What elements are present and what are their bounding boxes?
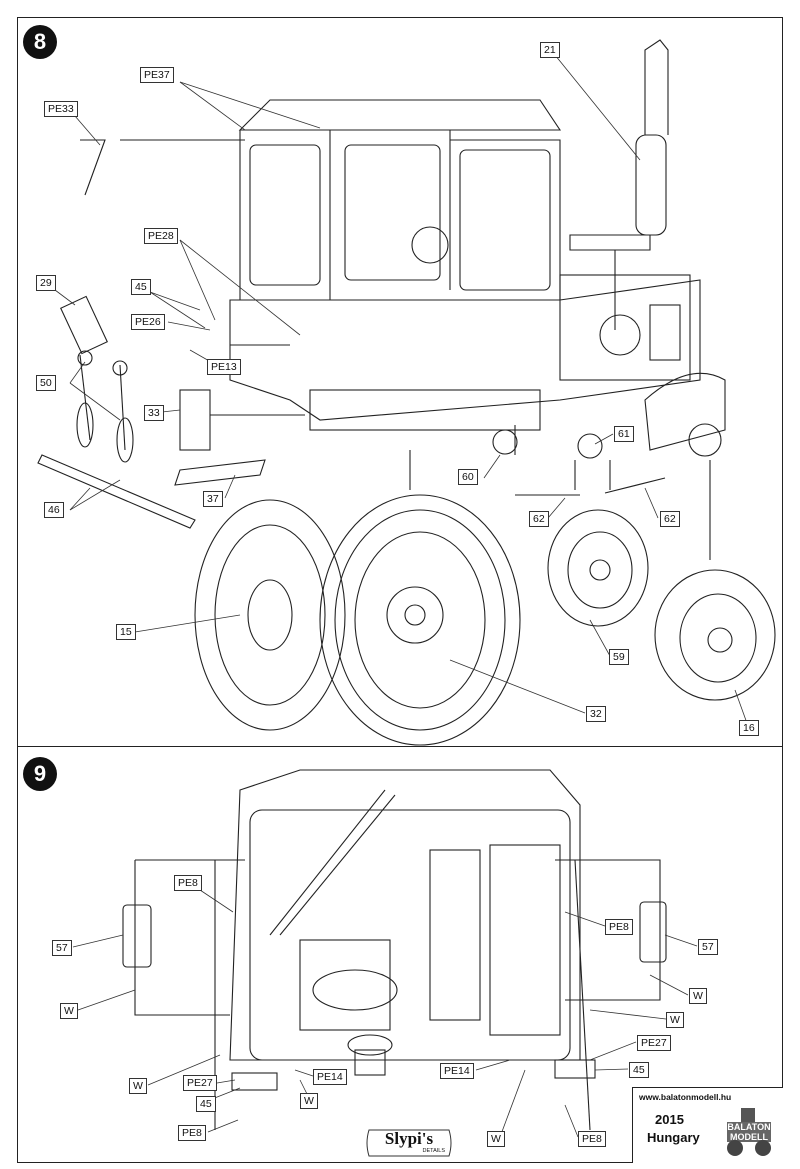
- part-label: 15: [116, 624, 136, 640]
- part-label: 16: [739, 720, 759, 736]
- svg-text:BALATON: BALATON: [727, 1122, 770, 1132]
- part-label: W: [300, 1093, 318, 1109]
- part-label: 46: [44, 502, 64, 518]
- part-label: PE26: [131, 314, 165, 330]
- part-label: PE8: [174, 875, 202, 891]
- footer-year: 2015: [655, 1112, 684, 1127]
- part-label: 60: [458, 469, 478, 485]
- part-label: W: [60, 1003, 78, 1019]
- part-label: W: [666, 1012, 684, 1028]
- part-label: PE37: [140, 67, 174, 83]
- part-label: 62: [529, 511, 549, 527]
- part-label: PE13: [207, 359, 241, 375]
- part-label: W: [689, 988, 707, 1004]
- part-label: PE14: [440, 1063, 474, 1079]
- part-label: PE27: [183, 1075, 217, 1091]
- step-9-badge: 9: [23, 757, 57, 791]
- slypis-logo: [366, 1129, 452, 1157]
- slypis-name: Slypi's: [384, 1129, 434, 1148]
- page-frame: [17, 17, 783, 1163]
- part-label: 45: [629, 1062, 649, 1078]
- part-label: 45: [196, 1096, 216, 1112]
- balaton-modell-logo: BALATON MODELL: [727, 1108, 771, 1156]
- part-label: W: [487, 1131, 505, 1147]
- step-8-badge: 8: [23, 25, 57, 59]
- part-label: PE8: [578, 1131, 606, 1147]
- part-label: 57: [698, 939, 718, 955]
- footer-url: www.balatonmodell.hu: [639, 1092, 732, 1102]
- footer-country: Hungary: [647, 1130, 700, 1145]
- part-label: PE14: [313, 1069, 347, 1085]
- part-label: 57: [52, 940, 72, 956]
- part-label: 59: [609, 649, 629, 665]
- step-divider: [17, 746, 783, 747]
- part-label: W: [129, 1078, 147, 1094]
- part-label: PE8: [178, 1125, 206, 1141]
- part-label: 62: [660, 511, 680, 527]
- part-label: PE33: [44, 101, 78, 117]
- part-label: 61: [614, 426, 634, 442]
- part-label: PE8: [605, 919, 633, 935]
- part-label: 50: [36, 375, 56, 391]
- part-label: 32: [586, 706, 606, 722]
- part-label: 21: [540, 42, 560, 58]
- part-label: PE27: [637, 1035, 671, 1051]
- part-label: 45: [131, 279, 151, 295]
- part-label: 37: [203, 491, 223, 507]
- footer-box: www.balatonmodell.hu 2015 Hungary BALATO…: [632, 1087, 783, 1163]
- part-label: 33: [144, 405, 164, 421]
- slypis-sub: DETAILS: [422, 1148, 445, 1154]
- part-label: 29: [36, 275, 56, 291]
- part-label: PE28: [144, 228, 178, 244]
- svg-text:MODELL: MODELL: [730, 1132, 768, 1142]
